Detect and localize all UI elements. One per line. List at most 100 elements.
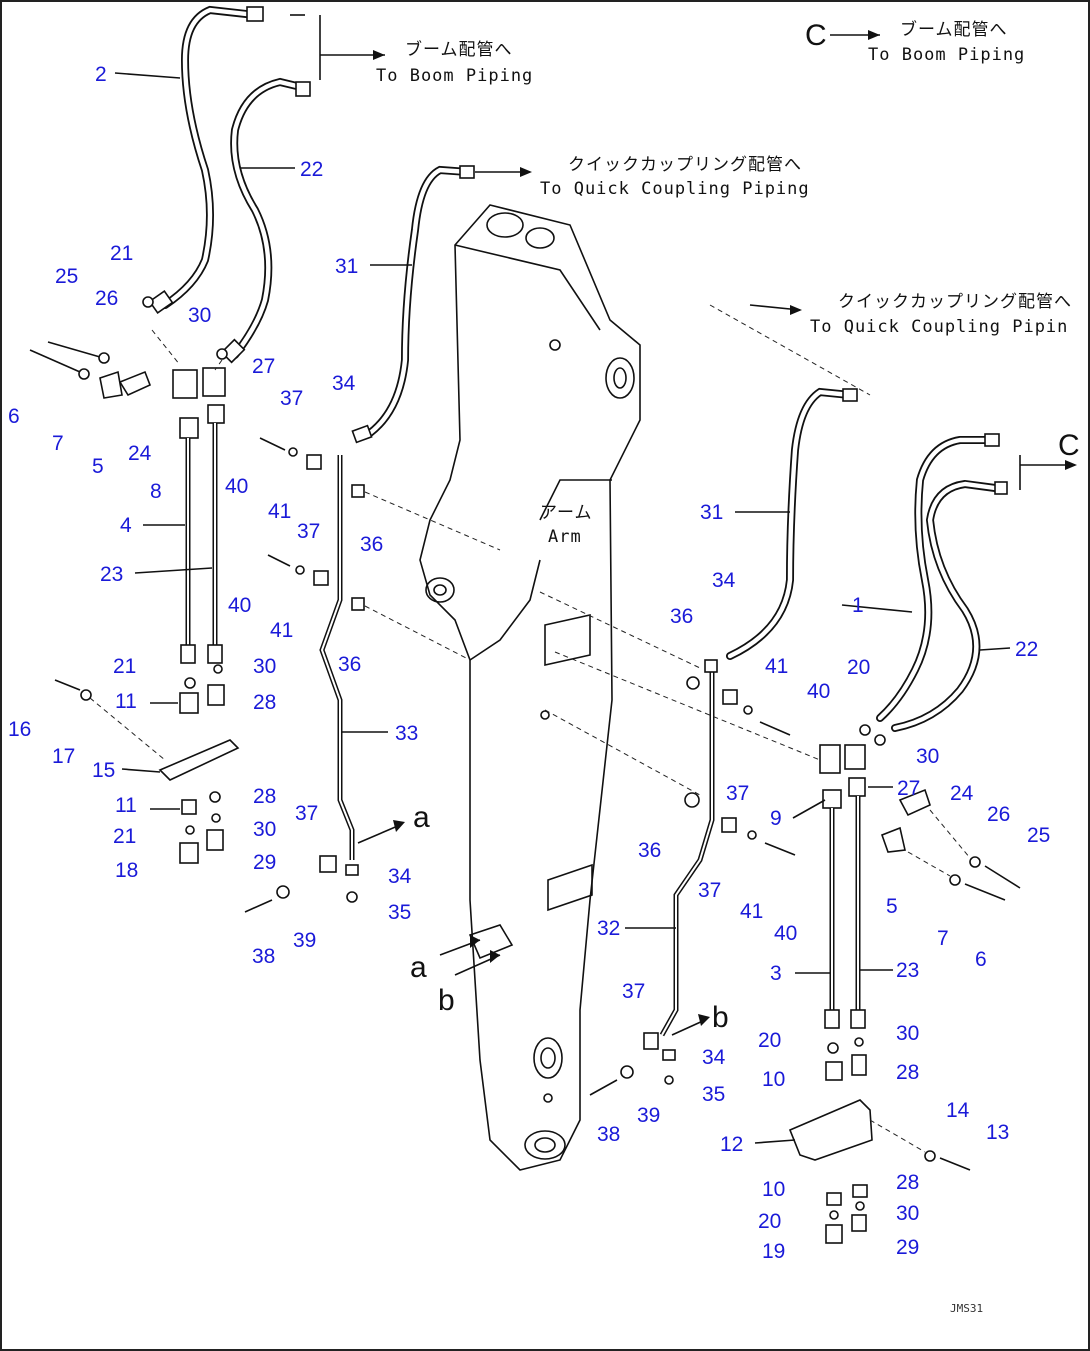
part-label: 36: [360, 533, 383, 556]
part-label: 27: [252, 355, 275, 378]
part-label: 41: [765, 655, 788, 678]
part-label: 30: [916, 745, 939, 768]
part-label: 28: [896, 1171, 919, 1194]
part-label: 21: [110, 242, 133, 265]
left-tube-assembly: [29, 296, 228, 664]
part-label: 26: [95, 287, 118, 310]
part-label: 12: [720, 1133, 743, 1156]
part-label: 20: [847, 656, 870, 679]
hose-31-right: [726, 387, 858, 660]
part-label: 34: [332, 372, 356, 395]
part-label: 26: [987, 803, 1010, 826]
part-label: 21: [113, 825, 136, 848]
arrows-ab-center: [357, 820, 501, 976]
part-label: 23: [896, 959, 919, 982]
part-labels: 2 22 31 21 25 26 30 27 6 7 5 24 8 4 23 2…: [8, 63, 1050, 1263]
hose-fitting: [246, 6, 264, 22]
part-label: 2: [95, 63, 107, 86]
part-label: 5: [886, 895, 898, 918]
part-label: 6: [975, 948, 987, 971]
part-label: 7: [52, 432, 64, 455]
part-label: 40: [228, 594, 251, 617]
note-to-boom-right-jp: ブーム配管へ: [900, 19, 1008, 40]
part-label: 41: [268, 500, 291, 523]
part-label: 39: [637, 1104, 660, 1127]
right-lower-parts: [788, 1037, 971, 1244]
part-label: 1: [852, 594, 864, 617]
part-label: 5: [92, 455, 104, 478]
part-label: 24: [950, 782, 974, 805]
part-label: 17: [52, 745, 75, 768]
part-label: 31: [700, 501, 723, 524]
part-label: 39: [293, 929, 316, 952]
part-label: 37: [726, 782, 749, 805]
part-label: 41: [740, 900, 763, 923]
part-label: 15: [92, 759, 115, 782]
part-label: 34: [388, 865, 412, 888]
part-label: 22: [300, 158, 323, 181]
part-label: 10: [762, 1178, 785, 1201]
part-label: 10: [762, 1068, 785, 1091]
part-label: 13: [986, 1121, 1009, 1144]
part-label: 28: [253, 691, 276, 714]
right-tube-assembly: [554, 651, 1021, 1029]
note-to-boom-left-en: To Boom Piping: [376, 66, 533, 86]
leader-lines: [114, 72, 1011, 1144]
tube-32: [539, 591, 796, 1096]
hose-2-left: [148, 5, 264, 315]
letter-b-center: b: [438, 984, 455, 1017]
note-to-qc-top-jp: クイックカップリング配管へ: [568, 155, 802, 175]
letter-a-left: a: [413, 801, 430, 834]
hose-31-left: [351, 165, 475, 444]
part-label: 36: [638, 839, 661, 862]
part-label: 20: [758, 1210, 781, 1233]
letter-c-top: C: [805, 19, 827, 52]
part-label: 7: [937, 927, 949, 950]
letter-c-right: C: [1058, 429, 1080, 462]
part-label: 30: [896, 1022, 919, 1045]
part-label: 30: [253, 655, 276, 678]
part-label: 41: [270, 619, 293, 642]
part-label: 28: [896, 1061, 919, 1084]
hose-1-right: [876, 433, 1000, 722]
arm-body: [419, 204, 641, 1171]
part-label: 29: [253, 851, 276, 874]
part-label: 11: [115, 690, 137, 713]
note-to-boom-left-jp: ブーム配管へ: [405, 39, 513, 60]
part-label: 29: [896, 1236, 919, 1259]
part-label: 11: [115, 794, 137, 817]
part-label: 34: [702, 1046, 726, 1069]
part-label: 38: [252, 945, 275, 968]
part-label: 3: [770, 962, 782, 985]
part-label: 22: [1015, 638, 1038, 661]
hose-22-right: [891, 479, 1008, 732]
part-label: 23: [100, 563, 123, 586]
part-label: 14: [946, 1099, 970, 1122]
part-label: 38: [597, 1123, 620, 1146]
part-label: 6: [8, 405, 20, 428]
part-label: 16: [8, 718, 31, 741]
part-label: 25: [1027, 824, 1050, 847]
note-to-qc-right-en: To Quick Coupling Pipin: [810, 317, 1068, 337]
part-label: 21: [113, 655, 136, 678]
part-label: 35: [388, 901, 411, 924]
part-label: 40: [225, 475, 248, 498]
note-to-qc-right-jp: クイックカップリング配管へ: [838, 292, 1072, 312]
part-label: 27: [897, 777, 920, 800]
part-label: 18: [115, 859, 138, 882]
part-label: 28: [253, 785, 276, 808]
part-label: 30: [896, 1202, 919, 1225]
part-label: 30: [253, 818, 276, 841]
hose-22-left: [220, 77, 311, 364]
part-label: 4: [120, 514, 132, 537]
part-label: 31: [335, 255, 358, 278]
part-label: 32: [597, 917, 620, 940]
part-label: 36: [670, 605, 693, 628]
letter-b-right: b: [712, 1001, 729, 1034]
letter-a-center: a: [410, 951, 427, 984]
part-label: 19: [762, 1240, 785, 1263]
part-label: 34: [712, 569, 736, 592]
